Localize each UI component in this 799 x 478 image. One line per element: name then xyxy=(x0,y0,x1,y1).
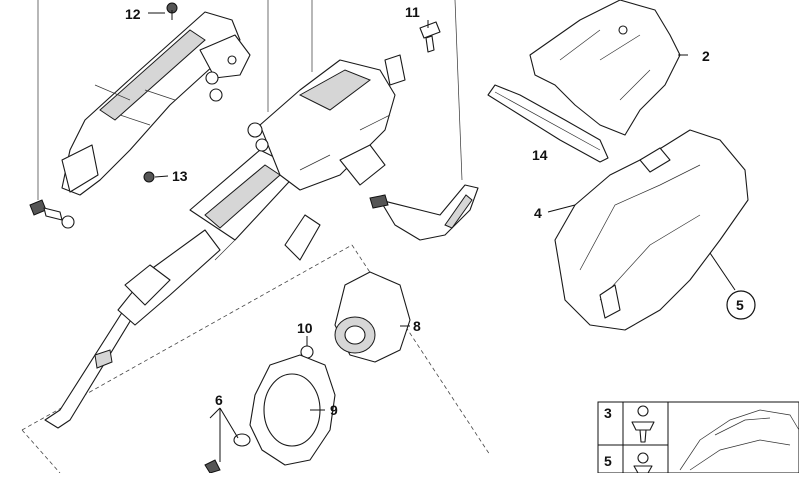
steering-column xyxy=(44,54,406,429)
leader-lines xyxy=(148,12,736,462)
frame-lines xyxy=(37,0,463,200)
parts-legend: 3 5 xyxy=(597,401,799,474)
legend-row-3: 3 xyxy=(604,405,612,421)
part-2-upper-cover xyxy=(529,0,681,136)
part-8-cone xyxy=(334,271,411,363)
callout-13: 13 xyxy=(172,168,188,184)
car-silhouette-icon xyxy=(679,409,799,471)
callout-4: 4 xyxy=(534,205,542,221)
small-screws-left xyxy=(29,2,178,229)
part-4-lower-cover xyxy=(554,129,749,331)
callout-5: 5 xyxy=(736,297,744,313)
upper-bracket xyxy=(61,11,251,196)
callout-10: 10 xyxy=(297,320,313,336)
callout-2: 2 xyxy=(702,48,710,64)
callout-9: 9 xyxy=(330,402,338,418)
adjustment-lever xyxy=(369,184,479,241)
clip-icon xyxy=(633,452,653,474)
callout-8: 8 xyxy=(413,318,421,334)
legend-row-5: 5 xyxy=(604,453,612,469)
part-14-trim-strip xyxy=(487,84,609,163)
callout-6: 6 xyxy=(215,392,223,408)
callout-labels: 12 11 2 14 13 4 5 10 8 9 6 xyxy=(125,4,756,418)
part-6-washers xyxy=(204,433,251,474)
part-11-screw xyxy=(419,21,441,53)
callout-11: 11 xyxy=(405,4,420,20)
callout-14: 14 xyxy=(532,147,548,163)
push-rivet-icon xyxy=(631,405,655,443)
callout-12: 12 xyxy=(125,6,141,22)
callout-5-circled: 5 xyxy=(726,290,756,320)
